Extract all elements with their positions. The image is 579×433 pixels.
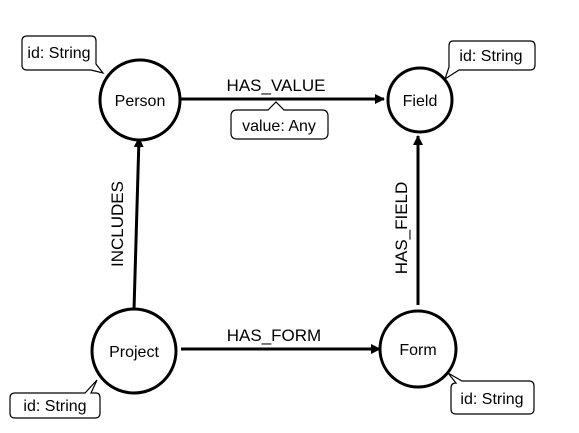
person-node-label: Person (115, 93, 166, 110)
person-node[interactable]: Person (98, 58, 182, 142)
field-node-label: Field (403, 93, 438, 110)
field-node[interactable]: Field (386, 66, 454, 134)
has-value-label: HAS_VALUE (227, 76, 326, 95)
includes-edge (132, 137, 144, 311)
includes-label: INCLUDES (108, 181, 127, 267)
person-property-callout: id: String (21, 35, 105, 75)
has-value-property-callout: value: Any (230, 101, 329, 140)
has-form-label: HAS_FORM (227, 326, 321, 345)
project-property-label: id: String (23, 398, 86, 415)
has-value-property-label: value: Any (242, 118, 316, 135)
has-field-label: HAS_FIELD (392, 182, 411, 275)
form-property-callout: id: String (447, 372, 535, 415)
person-property-label: id: String (27, 45, 90, 62)
field-property-label: id: String (459, 48, 522, 65)
form-property-label: id: String (460, 391, 523, 408)
project-node-label: Project (109, 344, 159, 361)
field-property-callout: id: String (443, 40, 536, 81)
project-node[interactable]: Project (90, 307, 178, 395)
form-node-label: Form (399, 342, 436, 359)
project-property-callout: id: String (9, 379, 101, 419)
form-node[interactable]: Form (378, 309, 458, 389)
